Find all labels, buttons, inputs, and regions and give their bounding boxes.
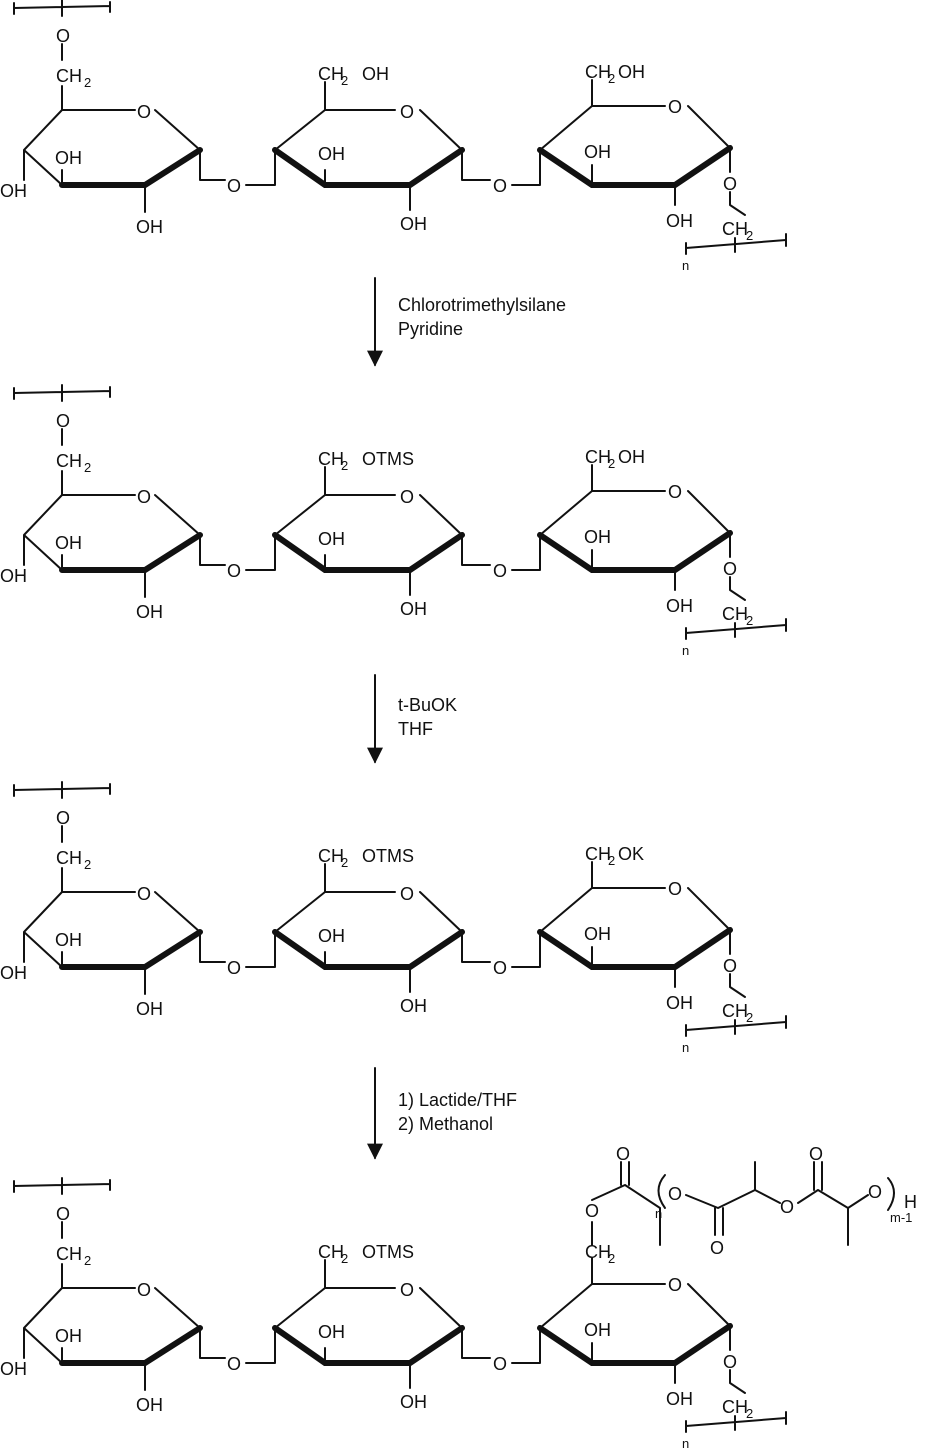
ch2-suffix-otms: OTMS	[362, 1242, 414, 1262]
structure-silylated: OTMS CH 2 OH	[0, 385, 786, 658]
reagent-line1: Chlorotrimethylsilane	[398, 295, 566, 315]
ch-label: CH	[585, 447, 611, 467]
carbonyl-oxygen: O	[809, 1144, 823, 1164]
ch2-suffix-ok: OK	[618, 844, 644, 864]
ch2-suffix-oh: OH	[618, 62, 645, 82]
ch2-suffix-oh: OH	[362, 64, 389, 84]
chain-m1-label: m-1	[890, 1210, 912, 1225]
polylactide-chain: O O O O O O O n m-1 H	[585, 1144, 917, 1258]
structure-alkoxide: OTMS CH 2 OK	[0, 782, 786, 1055]
structure-cellulose: OH CH 2 OH	[0, 0, 786, 273]
carbonyl-oxygen: O	[710, 1238, 724, 1258]
ch2-suffix-otms: OTMS	[362, 449, 414, 469]
ch-label: CH	[585, 62, 611, 82]
subscript-two: 2	[608, 853, 615, 868]
ch2-suffix-otms: OTMS	[362, 846, 414, 866]
ester-oxygen: O	[868, 1182, 882, 1202]
ester-oxygen: O	[668, 1184, 682, 1204]
structure-graft-copolymer: OTMS CH 2	[0, 1178, 786, 1449]
ch-label: CH	[585, 844, 611, 864]
carbonyl-oxygen: O	[616, 1144, 630, 1164]
ch-label: CH	[585, 1242, 611, 1262]
reagent-line2: Pyridine	[398, 319, 463, 339]
reagent-line1: t-BuOK	[398, 695, 457, 715]
reagent-line2: 2) Methanol	[398, 1114, 493, 1134]
reagent-line1: 1) Lactide/THF	[398, 1090, 517, 1110]
subscript-two: 2	[608, 1251, 615, 1266]
terminal-h: H	[904, 1192, 917, 1212]
ester-oxygen: O	[585, 1201, 599, 1221]
reagent-line2: THF	[398, 719, 433, 739]
subscript-two: 2	[608, 456, 615, 471]
ch2-suffix-oh: OH	[618, 447, 645, 467]
chain-n-label: n	[655, 1206, 662, 1221]
subscript-two: 2	[608, 71, 615, 86]
ester-oxygen: O	[780, 1197, 794, 1217]
